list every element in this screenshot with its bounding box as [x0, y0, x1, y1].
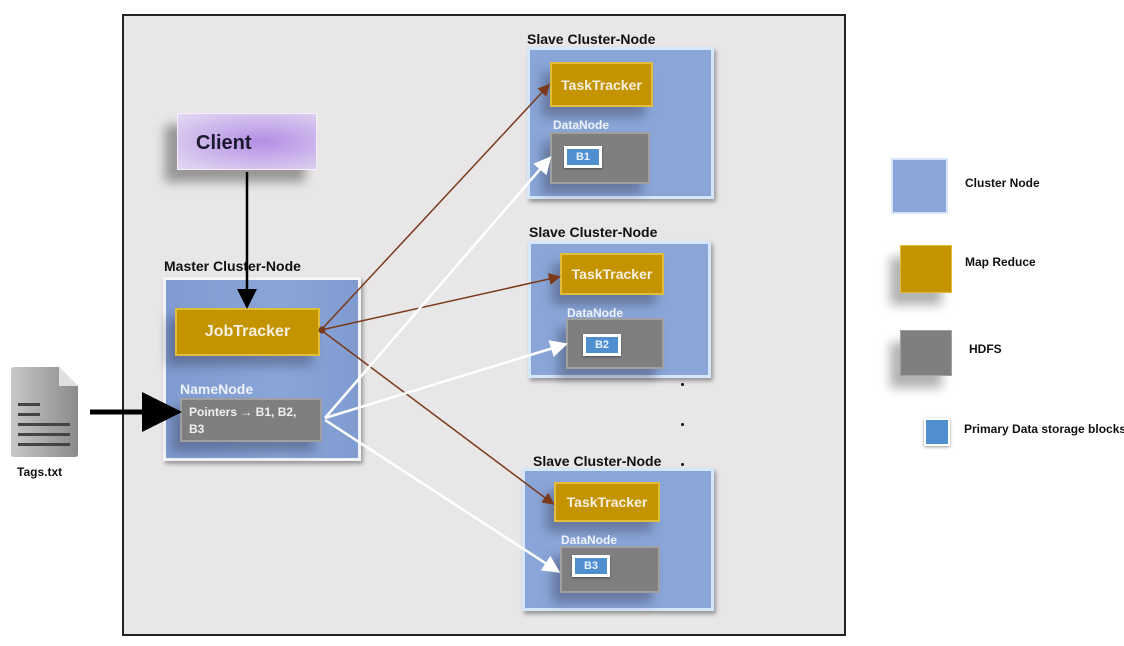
legend-label-map-reduce: Map Reduce	[965, 255, 1036, 269]
ellipsis-dot	[681, 383, 684, 386]
tasktracker-label: TaskTracker	[566, 494, 648, 510]
legend-swatch-data-block	[924, 418, 950, 446]
tasktracker-label: TaskTracker	[561, 76, 642, 93]
ellipsis-dot	[681, 423, 684, 426]
client-node: Client	[177, 113, 317, 170]
slave-1-tasktracker: TaskTracker	[550, 62, 653, 107]
slave-2-title: Slave Cluster-Node	[529, 224, 658, 240]
jobtracker-label: JobTracker	[204, 323, 291, 340]
legend-swatch-cluster-node	[891, 158, 948, 214]
block-b1: B1	[564, 146, 602, 168]
legend-label-cluster-node: Cluster Node	[965, 176, 1040, 190]
namenode-label: NameNode	[180, 381, 254, 397]
tasktracker-label: TaskTracker	[571, 266, 653, 282]
legend-swatch-map-reduce	[900, 245, 952, 293]
master-title: Master Cluster-Node	[164, 258, 301, 274]
slave-3-datanode-label: DataNode	[561, 533, 618, 547]
slave-3-tasktracker: TaskTracker	[554, 482, 660, 522]
legend-swatch-hdfs	[900, 330, 952, 376]
document-icon	[9, 366, 79, 458]
input-file-label: Tags.txt	[17, 465, 63, 479]
namenode-box: Pointers → B1, B2, B3	[180, 398, 322, 442]
legend-label-data-block: Primary Data storage blocks	[964, 422, 1124, 436]
pointers-line2: B3	[189, 422, 205, 436]
ellipsis-dot	[681, 463, 684, 466]
legend-label-hdfs: HDFS	[969, 342, 1002, 356]
jobtracker-box: JobTracker	[175, 308, 320, 356]
block-b2: B2	[583, 334, 621, 356]
slave-1-datanode-label: DataNode	[553, 118, 610, 132]
block-b3: B3	[572, 555, 610, 577]
client-label: Client	[196, 132, 252, 154]
slave-1-title: Slave Cluster-Node	[527, 31, 656, 47]
slave-2-datanode-label: DataNode	[567, 306, 624, 320]
pointers-line1: Pointers → B1, B2,	[189, 405, 297, 419]
slave-2-tasktracker: TaskTracker	[560, 253, 664, 295]
slave-3-title: Slave Cluster-Node	[533, 453, 662, 469]
